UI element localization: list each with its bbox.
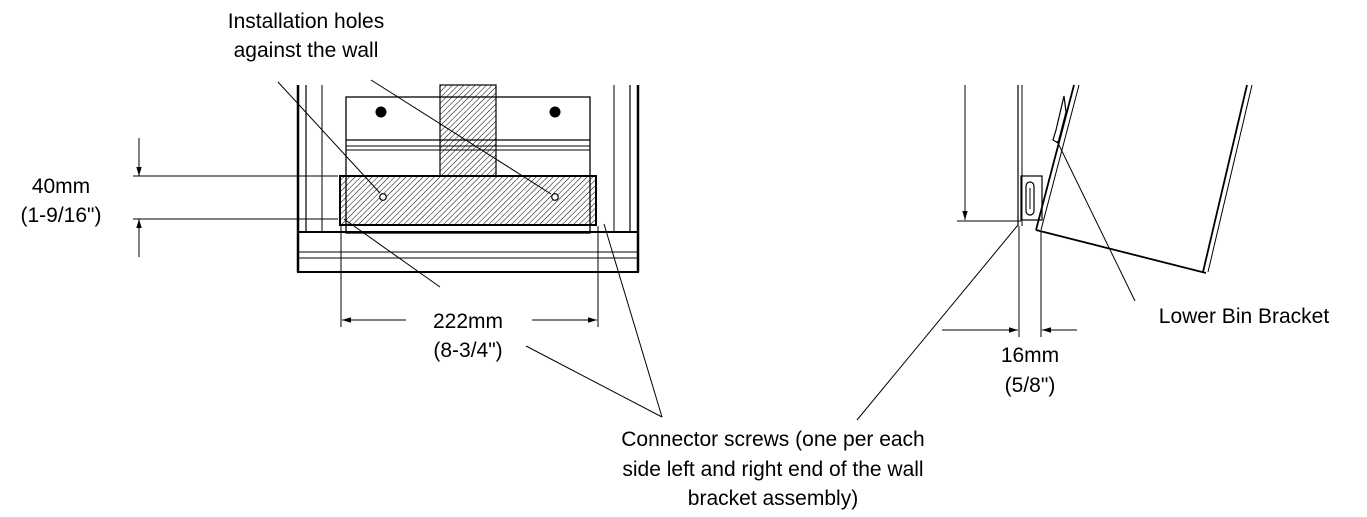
labels: Installation holes against the wall 40mm… [21,10,1330,510]
label-lower-bin-bracket: Lower Bin Bracket [1159,305,1330,328]
bin-front-inner [1040,84,1080,231]
leaders [277,79,1136,421]
label-height-mm: 40mm [32,175,90,198]
label-installation-holes-2: against the wall [234,39,379,62]
label-height-in: (1-9/16") [21,204,102,227]
label-connector-2: side left and right end of the wall [622,458,923,481]
side-view [1017,84,1253,274]
leader-screw-left [343,218,441,288]
mount-bolt-right [549,106,561,118]
label-connector-3: bracket assembly) [688,487,858,510]
support-post [439,84,497,177]
bin-bottom [1035,229,1207,274]
wall-bracket-bar [339,175,597,226]
leader-screw-side [856,224,1019,421]
bin-back-outer [1202,84,1248,273]
label-width-mm: 222mm [433,310,503,333]
installation-hole-right [551,193,559,201]
label-offset-mm: 16mm [1001,344,1059,367]
side-bracket-slot [1025,181,1035,216]
bin-front-outer [1035,84,1075,231]
front-view [296,84,640,273]
label-installation-holes-1: Installation holes [228,10,384,33]
installation-hole-left [379,193,387,201]
label-width-in: (8-3/4") [433,339,502,362]
label-offset-in: (5/8") [1005,374,1056,397]
front-dimensions [133,138,599,327]
leader-screw-right-a [603,223,663,418]
leader-holes-right [370,79,552,195]
lower-bin-bracket [1052,95,1067,144]
leader-holes-left [277,81,381,194]
label-connector-1: Connector screws (one per each [621,428,925,451]
side-dimensions [942,85,1077,337]
leader-screw-right-b [525,345,663,418]
side-wall-bracket [1020,175,1043,221]
bin-back-inner [1207,84,1253,273]
mount-bolt-left [375,106,387,118]
leader-lower-bin-bracket [1056,140,1136,302]
